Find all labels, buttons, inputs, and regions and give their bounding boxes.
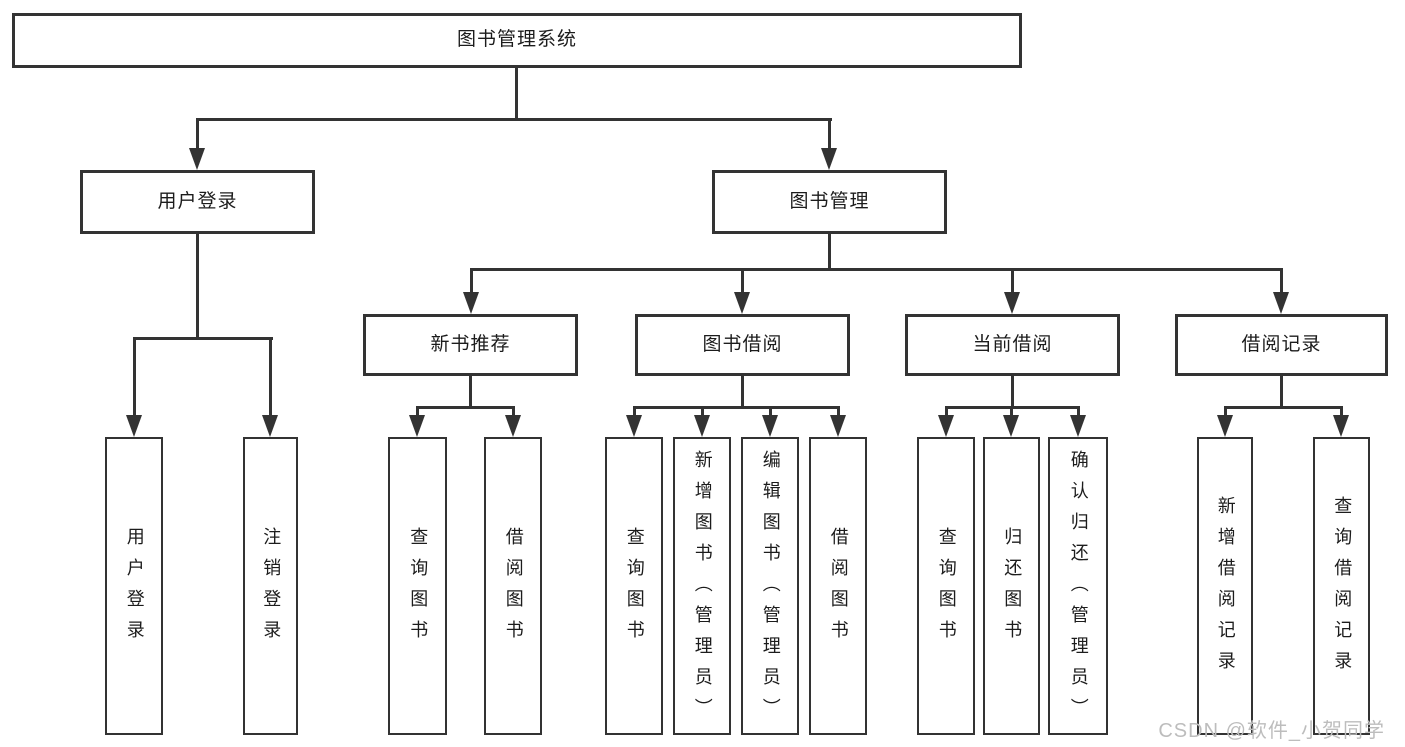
connector-vline xyxy=(1340,406,1343,416)
leaf-recommend-query-books: 查询图书 xyxy=(388,437,447,735)
connector-vline xyxy=(1224,406,1227,416)
connector-vline xyxy=(828,234,831,270)
connector-arrowhead xyxy=(830,415,846,437)
connector-arrowhead xyxy=(821,148,837,170)
leaf-records-query-record: 查询借阅记录 xyxy=(1313,437,1370,735)
connector-arrowhead xyxy=(694,415,710,437)
connector-vline xyxy=(1280,268,1283,293)
connector-arrowhead xyxy=(1070,415,1086,437)
leaf-recommend-borrow-books: 借阅图书 xyxy=(484,437,542,735)
connector-vline xyxy=(515,68,518,120)
connector-vline xyxy=(196,234,199,339)
leaf-borrow-add-books-admin: 新增图书（管理员） xyxy=(673,437,731,735)
connector-hline xyxy=(196,118,832,121)
connector-vline xyxy=(1077,406,1080,416)
leaf-logout: 注销登录 xyxy=(243,437,298,735)
connector-arrowhead xyxy=(262,415,278,437)
connector-vline xyxy=(945,406,948,416)
node-book-borrow: 图书借阅 xyxy=(635,314,850,376)
node-root: 图书管理系统 xyxy=(12,13,1022,68)
connector-vline xyxy=(269,337,272,416)
connector-arrowhead xyxy=(734,292,750,314)
leaf-user-login: 用户登录 xyxy=(105,437,163,735)
csdn-watermark: CSDN @软件_小贺同学 xyxy=(1158,720,1385,742)
connector-vline xyxy=(512,406,515,416)
connector-arrowhead xyxy=(1003,415,1019,437)
leaf-borrow-query-books: 查询图书 xyxy=(605,437,663,735)
connector-arrowhead xyxy=(762,415,778,437)
leaf-borrow-borrow-books: 借阅图书 xyxy=(809,437,867,735)
leaf-current-query-books: 查询图书 xyxy=(917,437,975,735)
leaf-current-confirm-return-admin: 确认归还（管理员） xyxy=(1048,437,1108,735)
connector-arrowhead xyxy=(1004,292,1020,314)
connector-vline xyxy=(1011,268,1014,293)
connector-vline xyxy=(133,337,136,416)
connector-arrowhead xyxy=(126,415,142,437)
connector-arrowhead xyxy=(626,415,642,437)
connector-vline xyxy=(741,268,744,293)
connector-vline xyxy=(1011,376,1014,408)
connector-vline xyxy=(633,406,636,416)
connector-hline xyxy=(416,406,515,409)
connector-arrowhead xyxy=(189,148,205,170)
connector-hline xyxy=(470,268,1283,271)
connector-arrowhead xyxy=(505,415,521,437)
connector-vline xyxy=(416,406,419,416)
connector-vline xyxy=(701,406,704,416)
node-book-management: 图书管理 xyxy=(712,170,947,234)
connector-hline xyxy=(1224,406,1343,409)
connector-vline xyxy=(1280,376,1283,408)
node-borrow-records: 借阅记录 xyxy=(1175,314,1388,376)
connector-arrowhead xyxy=(1273,292,1289,314)
connector-vline xyxy=(1010,406,1013,416)
connector-vline xyxy=(837,406,840,416)
connector-arrowhead xyxy=(409,415,425,437)
connector-vline xyxy=(828,118,831,149)
connector-hline xyxy=(133,337,273,340)
connector-vline xyxy=(469,376,472,408)
leaf-borrow-edit-books-admin: 编辑图书（管理员） xyxy=(741,437,799,735)
connector-vline xyxy=(196,118,199,149)
connector-hline xyxy=(633,406,840,409)
connector-arrowhead xyxy=(938,415,954,437)
node-new-book-recommend: 新书推荐 xyxy=(363,314,578,376)
connector-vline xyxy=(769,406,772,416)
connector-arrowhead xyxy=(1333,415,1349,437)
connector-arrowhead xyxy=(1217,415,1233,437)
connector-vline xyxy=(741,376,744,408)
leaf-current-return-books: 归还图书 xyxy=(983,437,1040,735)
connector-arrowhead xyxy=(463,292,479,314)
leaf-records-add-record: 新增借阅记录 xyxy=(1197,437,1253,735)
node-user-login: 用户登录 xyxy=(80,170,315,234)
node-current-borrow: 当前借阅 xyxy=(905,314,1120,376)
connector-vline xyxy=(470,268,473,293)
